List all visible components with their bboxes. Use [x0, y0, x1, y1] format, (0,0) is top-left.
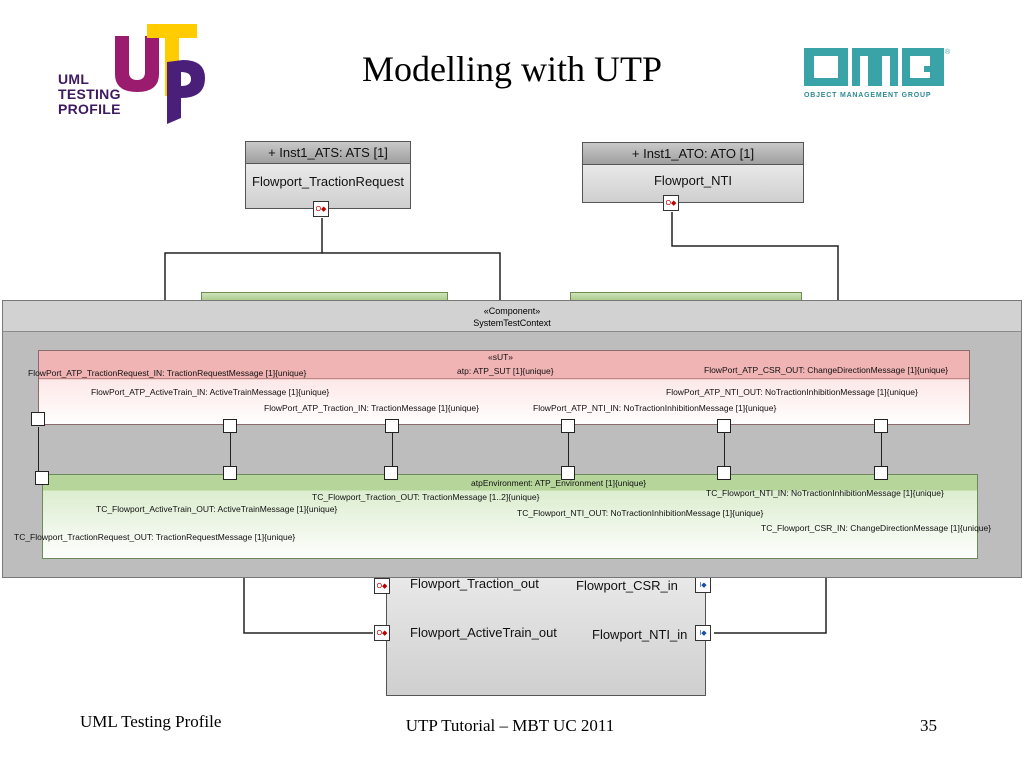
ato-part-header: + Inst1_ATO: ATO [1]: [583, 143, 803, 165]
connector-line: [881, 433, 882, 467]
env-port-square[interactable]: [384, 466, 398, 480]
connector-line: [724, 433, 725, 467]
slide-title: Modelling with UTP: [361, 49, 662, 89]
sut-port-label: FlowPort_ATP_TractionRequest_IN: Tractio…: [28, 368, 307, 378]
component-name: SystemTestContext: [473, 318, 551, 328]
utp-line-3: PROFILE: [58, 101, 121, 117]
ato-flowport-icon[interactable]: O◆: [663, 195, 679, 211]
omg-subtitle: OBJECT MANAGEMENT GROUP: [804, 92, 932, 99]
component-stereotype: «Component»: [483, 306, 541, 316]
ats-flowport-icon[interactable]: O◆: [313, 201, 329, 217]
env-port-label: TC_Flowport_CSR_IN: ChangeDirectionMessa…: [761, 523, 992, 533]
sut-port-square[interactable]: [561, 419, 575, 433]
env-port-square[interactable]: [35, 471, 49, 485]
sut-port-square[interactable]: [874, 419, 888, 433]
sut-name: atp: ATP_SUT [1]{unique}: [457, 366, 554, 376]
svg-text:®: ®: [945, 48, 951, 56]
sut-stereotype: «sUT»: [488, 352, 514, 362]
sut-port-label: FlowPort_ATP_NTI_OUT: NoTractionInhibiti…: [666, 387, 918, 397]
sut-port-square[interactable]: [385, 419, 399, 433]
traction-out-port-icon[interactable]: O◆: [374, 578, 390, 594]
connector-line: [230, 433, 231, 467]
nti-in-port-icon[interactable]: I◆: [695, 625, 711, 641]
csr-in-port-icon[interactable]: I◆: [695, 577, 711, 593]
sut-divider: [39, 378, 969, 379]
connector-line: [568, 433, 569, 467]
omg-logo-graphic: ®: [804, 48, 951, 86]
env-port-label: TC_Flowport_Traction_OUT: TractionMessag…: [312, 492, 540, 502]
env-port-label: TC_Flowport_NTI_OUT: NoTractionInhibitio…: [517, 508, 764, 518]
sut-port-square[interactable]: [223, 419, 237, 433]
ato-part[interactable]: + Inst1_ATO: ATO [1] Flowport_NTI: [582, 142, 804, 203]
env-port-square[interactable]: [717, 466, 731, 480]
ats-part[interactable]: + Inst1_ATS: ATS [1] Flowport_TractionRe…: [245, 141, 411, 209]
utp-logo: [55, 14, 215, 126]
traction-out-port-label: Flowport_Traction_out: [410, 576, 539, 591]
activetrain-out-port-label: Flowport_ActiveTrain_out: [410, 625, 557, 640]
utp-line-1: UML: [58, 71, 90, 87]
connector-line: [38, 427, 39, 471]
omg-logo: ® OBJECT MANAGEMENT GROUP: [802, 44, 952, 100]
env-port-square[interactable]: [874, 466, 888, 480]
page-number: 35: [920, 716, 937, 735]
ato-part-port-label: Flowport_NTI: [653, 173, 733, 188]
env-port-square[interactable]: [561, 466, 575, 480]
footer-center-text: UTP Tutorial – MBT UC 2011: [405, 716, 615, 735]
nti-in-port-label: Flowport_NTI_in: [592, 627, 688, 642]
component-header: «Component» SystemTestContext: [2, 300, 1022, 332]
env-port-label: TC_Flowport_NTI_IN: NoTractionInhibition…: [706, 488, 944, 498]
csr-in-port-label: Flowport_CSR_in: [576, 578, 678, 593]
utp-logo-text: UML TESTING PROFILE: [58, 72, 121, 117]
environment-part[interactable]: [42, 474, 978, 559]
sut-port-label: FlowPort_ATP_NTI_IN: NoTractionInhibitio…: [533, 403, 777, 413]
env-port-square[interactable]: [223, 466, 237, 480]
bottom-part[interactable]: [386, 560, 706, 696]
env-port-label: TC_Flowport_TractionRequest_OUT: Tractio…: [14, 532, 296, 542]
activetrain-out-port-icon[interactable]: O◆: [374, 625, 390, 641]
ats-part-header: + Inst1_ATS: ATS [1]: [246, 142, 410, 164]
sut-port-label: FlowPort_ATP_CSR_OUT: ChangeDirectionMes…: [704, 365, 949, 375]
environment-name: atpEnvironment: ATP_Environment [1]{uniq…: [471, 478, 647, 488]
utp-line-2: TESTING: [58, 86, 121, 102]
footer-left-text: UML Testing Profile: [80, 712, 222, 731]
sut-port-label: FlowPort_ATP_Traction_IN: TractionMessag…: [264, 403, 479, 413]
connector-line: [392, 433, 393, 467]
env-port-label: TC_Flowport_ActiveTrain_OUT: ActiveTrain…: [96, 504, 338, 514]
sut-port-square[interactable]: [717, 419, 731, 433]
sut-part[interactable]: [38, 350, 970, 425]
sut-port-square[interactable]: [31, 412, 45, 426]
ats-part-port-label: Flowport_TractionRequest: [252, 174, 404, 189]
sut-port-label: FlowPort_ATP_ActiveTrain_IN: ActiveTrain…: [91, 387, 330, 397]
utp-logo-graphic: [115, 24, 205, 124]
